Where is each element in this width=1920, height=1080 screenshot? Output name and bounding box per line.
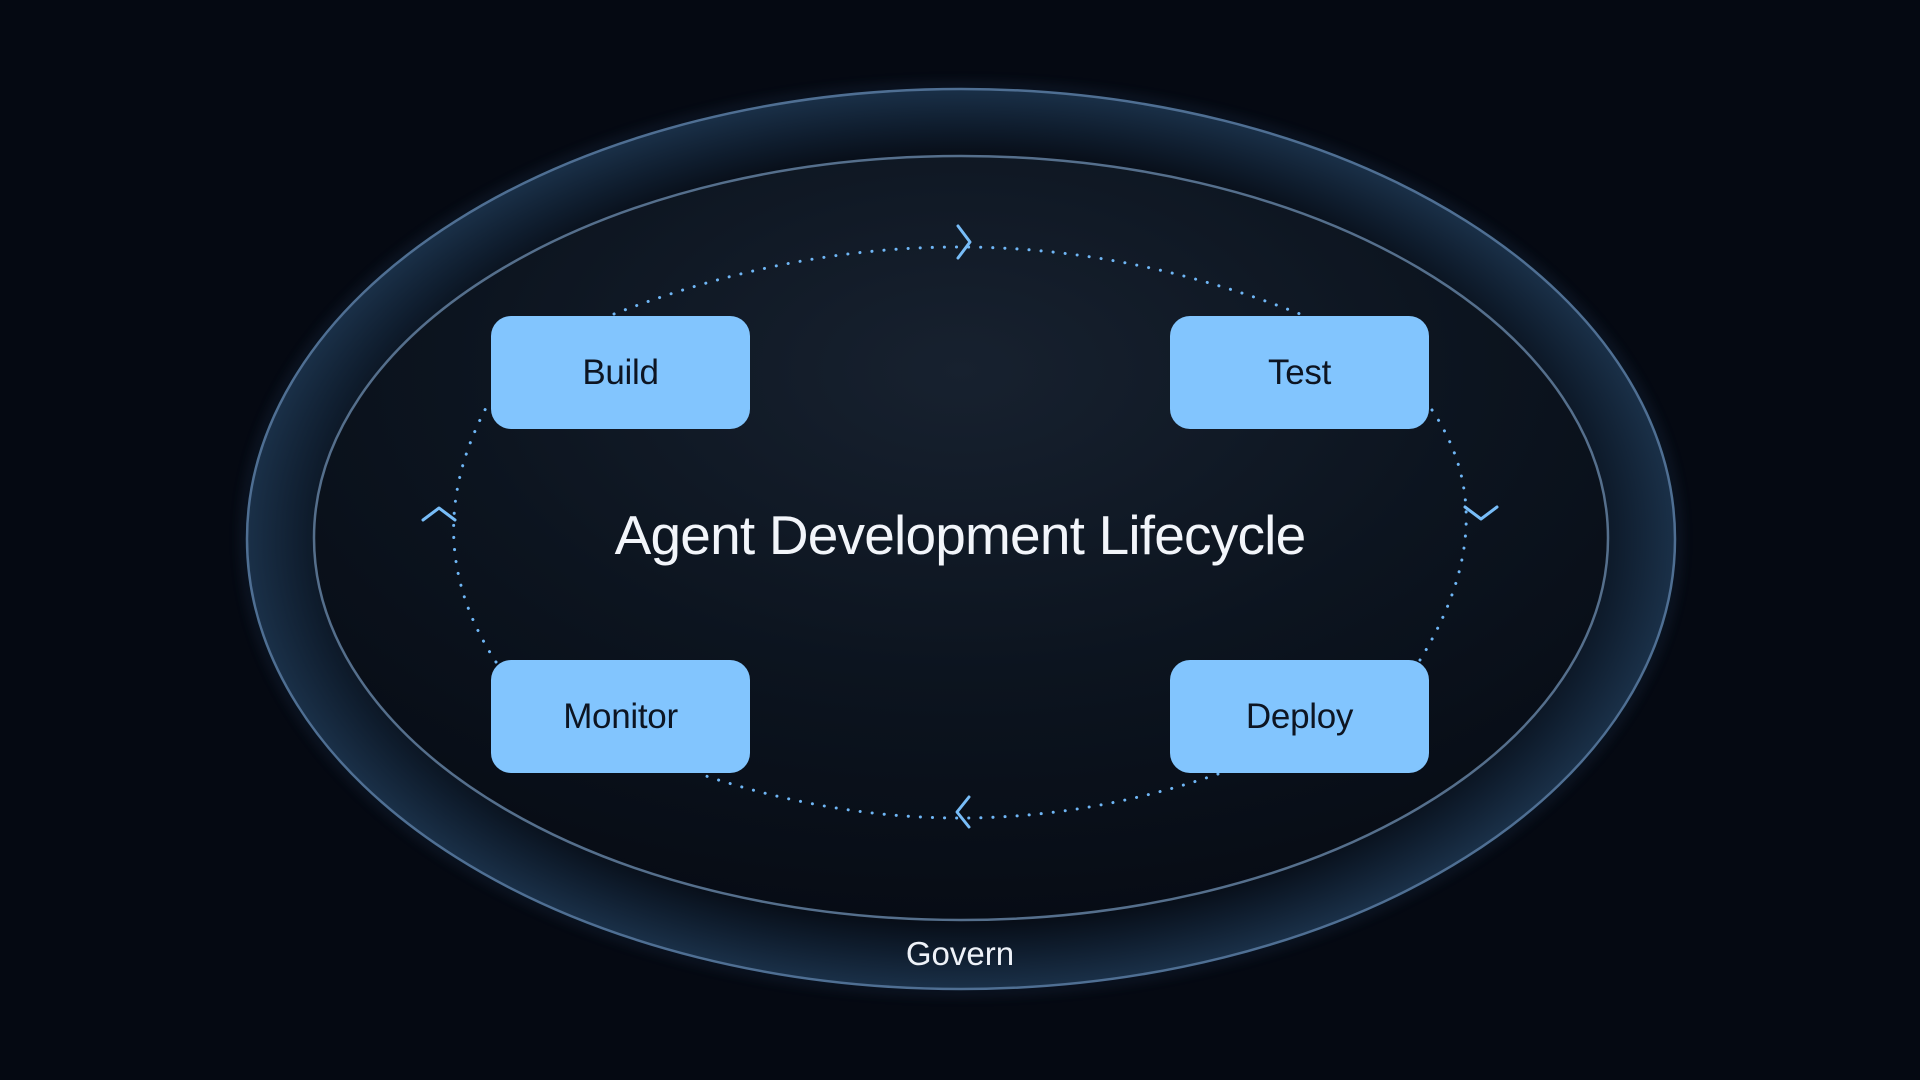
stage-build: Build xyxy=(491,316,750,429)
connector-monitor-build xyxy=(452,404,498,664)
govern-label: Govern xyxy=(905,935,1015,972)
stage-monitor: Monitor xyxy=(491,660,750,773)
stage-deploy-label: Deploy xyxy=(1245,696,1354,736)
stage-build-label: Build xyxy=(582,352,659,392)
chevron-left-icon xyxy=(955,795,971,829)
lifecycle-connectors xyxy=(452,245,1468,820)
stage-test-label: Test xyxy=(1268,352,1331,392)
chevron-right-icon xyxy=(956,224,972,260)
chevron-up-icon xyxy=(421,506,457,522)
stage-deploy: Deploy xyxy=(1170,660,1429,773)
stage-monitor-label: Monitor xyxy=(563,696,678,736)
chevron-down-icon xyxy=(1463,505,1499,521)
stage-test: Test xyxy=(1170,316,1429,429)
govern-ring-glow xyxy=(242,84,1680,994)
diagram-title: Agent Development Lifecycle xyxy=(614,504,1307,566)
